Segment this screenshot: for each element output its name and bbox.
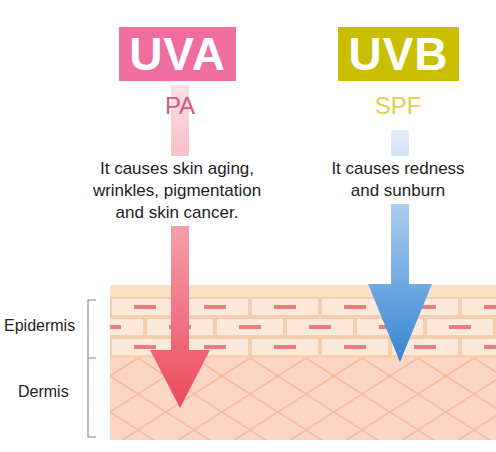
uva-badge: UVA <box>119 27 236 81</box>
effect-note: It causes redness and sunburn <box>323 156 473 204</box>
layer-label: Dermis <box>18 382 88 403</box>
layer-label: Epidermis <box>4 316 86 337</box>
badge-text: UVA <box>129 27 226 81</box>
effect-note: It causes skin aging, wrinkles, pigmenta… <box>89 156 265 226</box>
badge-text: UVB <box>348 27 449 81</box>
uvb-badge: UVB <box>338 27 459 81</box>
rating-label: PA <box>140 90 220 121</box>
rating-label: SPF <box>358 90 438 121</box>
